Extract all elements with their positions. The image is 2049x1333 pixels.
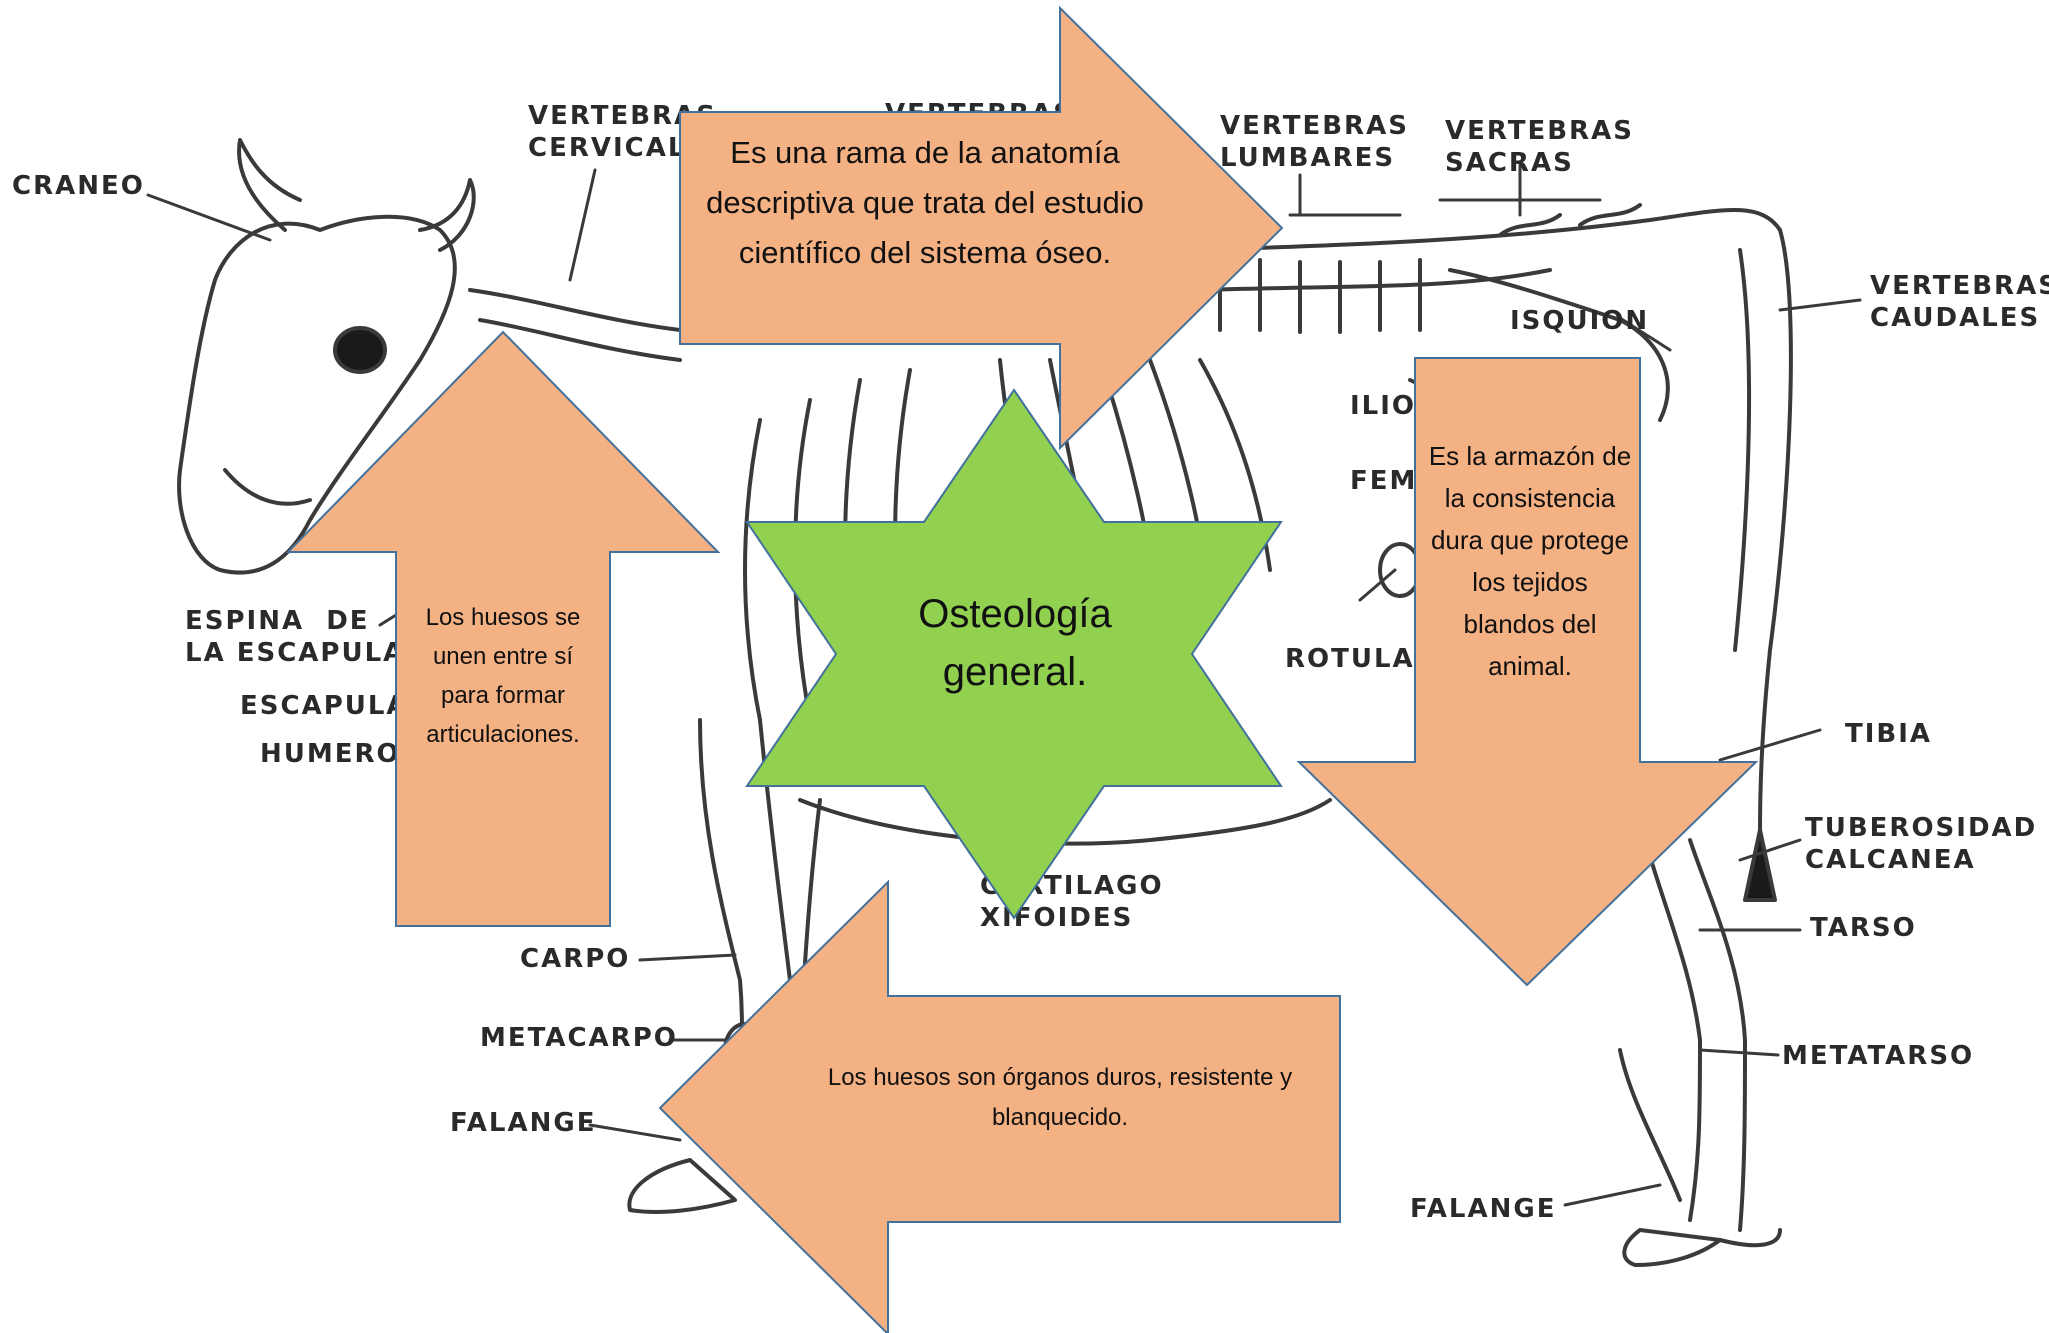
arrow-bottom-text: Los huesos son órganos duros, resistente… [827,1064,1293,1131]
label-carpo: CARPO [520,944,631,974]
arrow-right-shape [679,5,1284,451]
label-metacarpo: METACARPO [480,1023,678,1053]
spinous-processes [1218,203,1642,334]
label-vertebras-sacras: VERTEBRAS SACRAS [1445,116,1634,178]
label-espina-escapula: ESPINA DE LA ESCAPULA [185,606,406,668]
horn-right [418,178,476,252]
label-tibia: TIBIA [1845,719,1933,749]
arrow-left-text: Los huesos se unen entre sí para formar … [425,604,581,748]
label-isquion: ISQUION [1510,306,1650,336]
arrow-left-shape [658,879,1341,1333]
label-humero: HUMERO [260,739,401,769]
arrow-right-text: Es la armazón de la consistencia dura qu… [1428,441,1632,681]
horn-left [237,138,302,232]
arrow-top-text: Es una rama de la anatomía descriptiva q… [706,135,1144,270]
label-vertebras-lumbares: VERTEBRAS LUMBARES [1220,111,1409,173]
skull-outline [177,214,457,575]
front-hoof [627,1158,737,1214]
label-vertebras-caudales: VERTEBRAS CAUDALES [1870,271,2049,333]
star-title: Osteología general. [918,592,1112,694]
label-falange-anterior: FALANGE [450,1108,597,1138]
hind-leg [1638,818,1702,1222]
star-shape [745,388,1283,920]
hind-hoof [1622,1228,1722,1267]
label-falange-posterior: FALANGE [1410,1194,1557,1224]
arrow-down-shape [1296,357,1759,987]
label-craneo: CRANEO [12,171,145,201]
label-tarso: TARSO [1810,913,1917,943]
label-tuberosidad-calcanea: TUBEROSIDAD CALCANEA [1805,813,2038,875]
label-escapula: ESCAPULA [240,691,409,721]
arrow-up-shape [285,330,721,927]
label-rotula: ROTULA [1285,644,1415,674]
eye-socket [333,326,387,374]
pelvis [1448,268,1670,422]
label-metatarso: METATARSO [1782,1041,1975,1071]
belly-line [798,798,1332,846]
